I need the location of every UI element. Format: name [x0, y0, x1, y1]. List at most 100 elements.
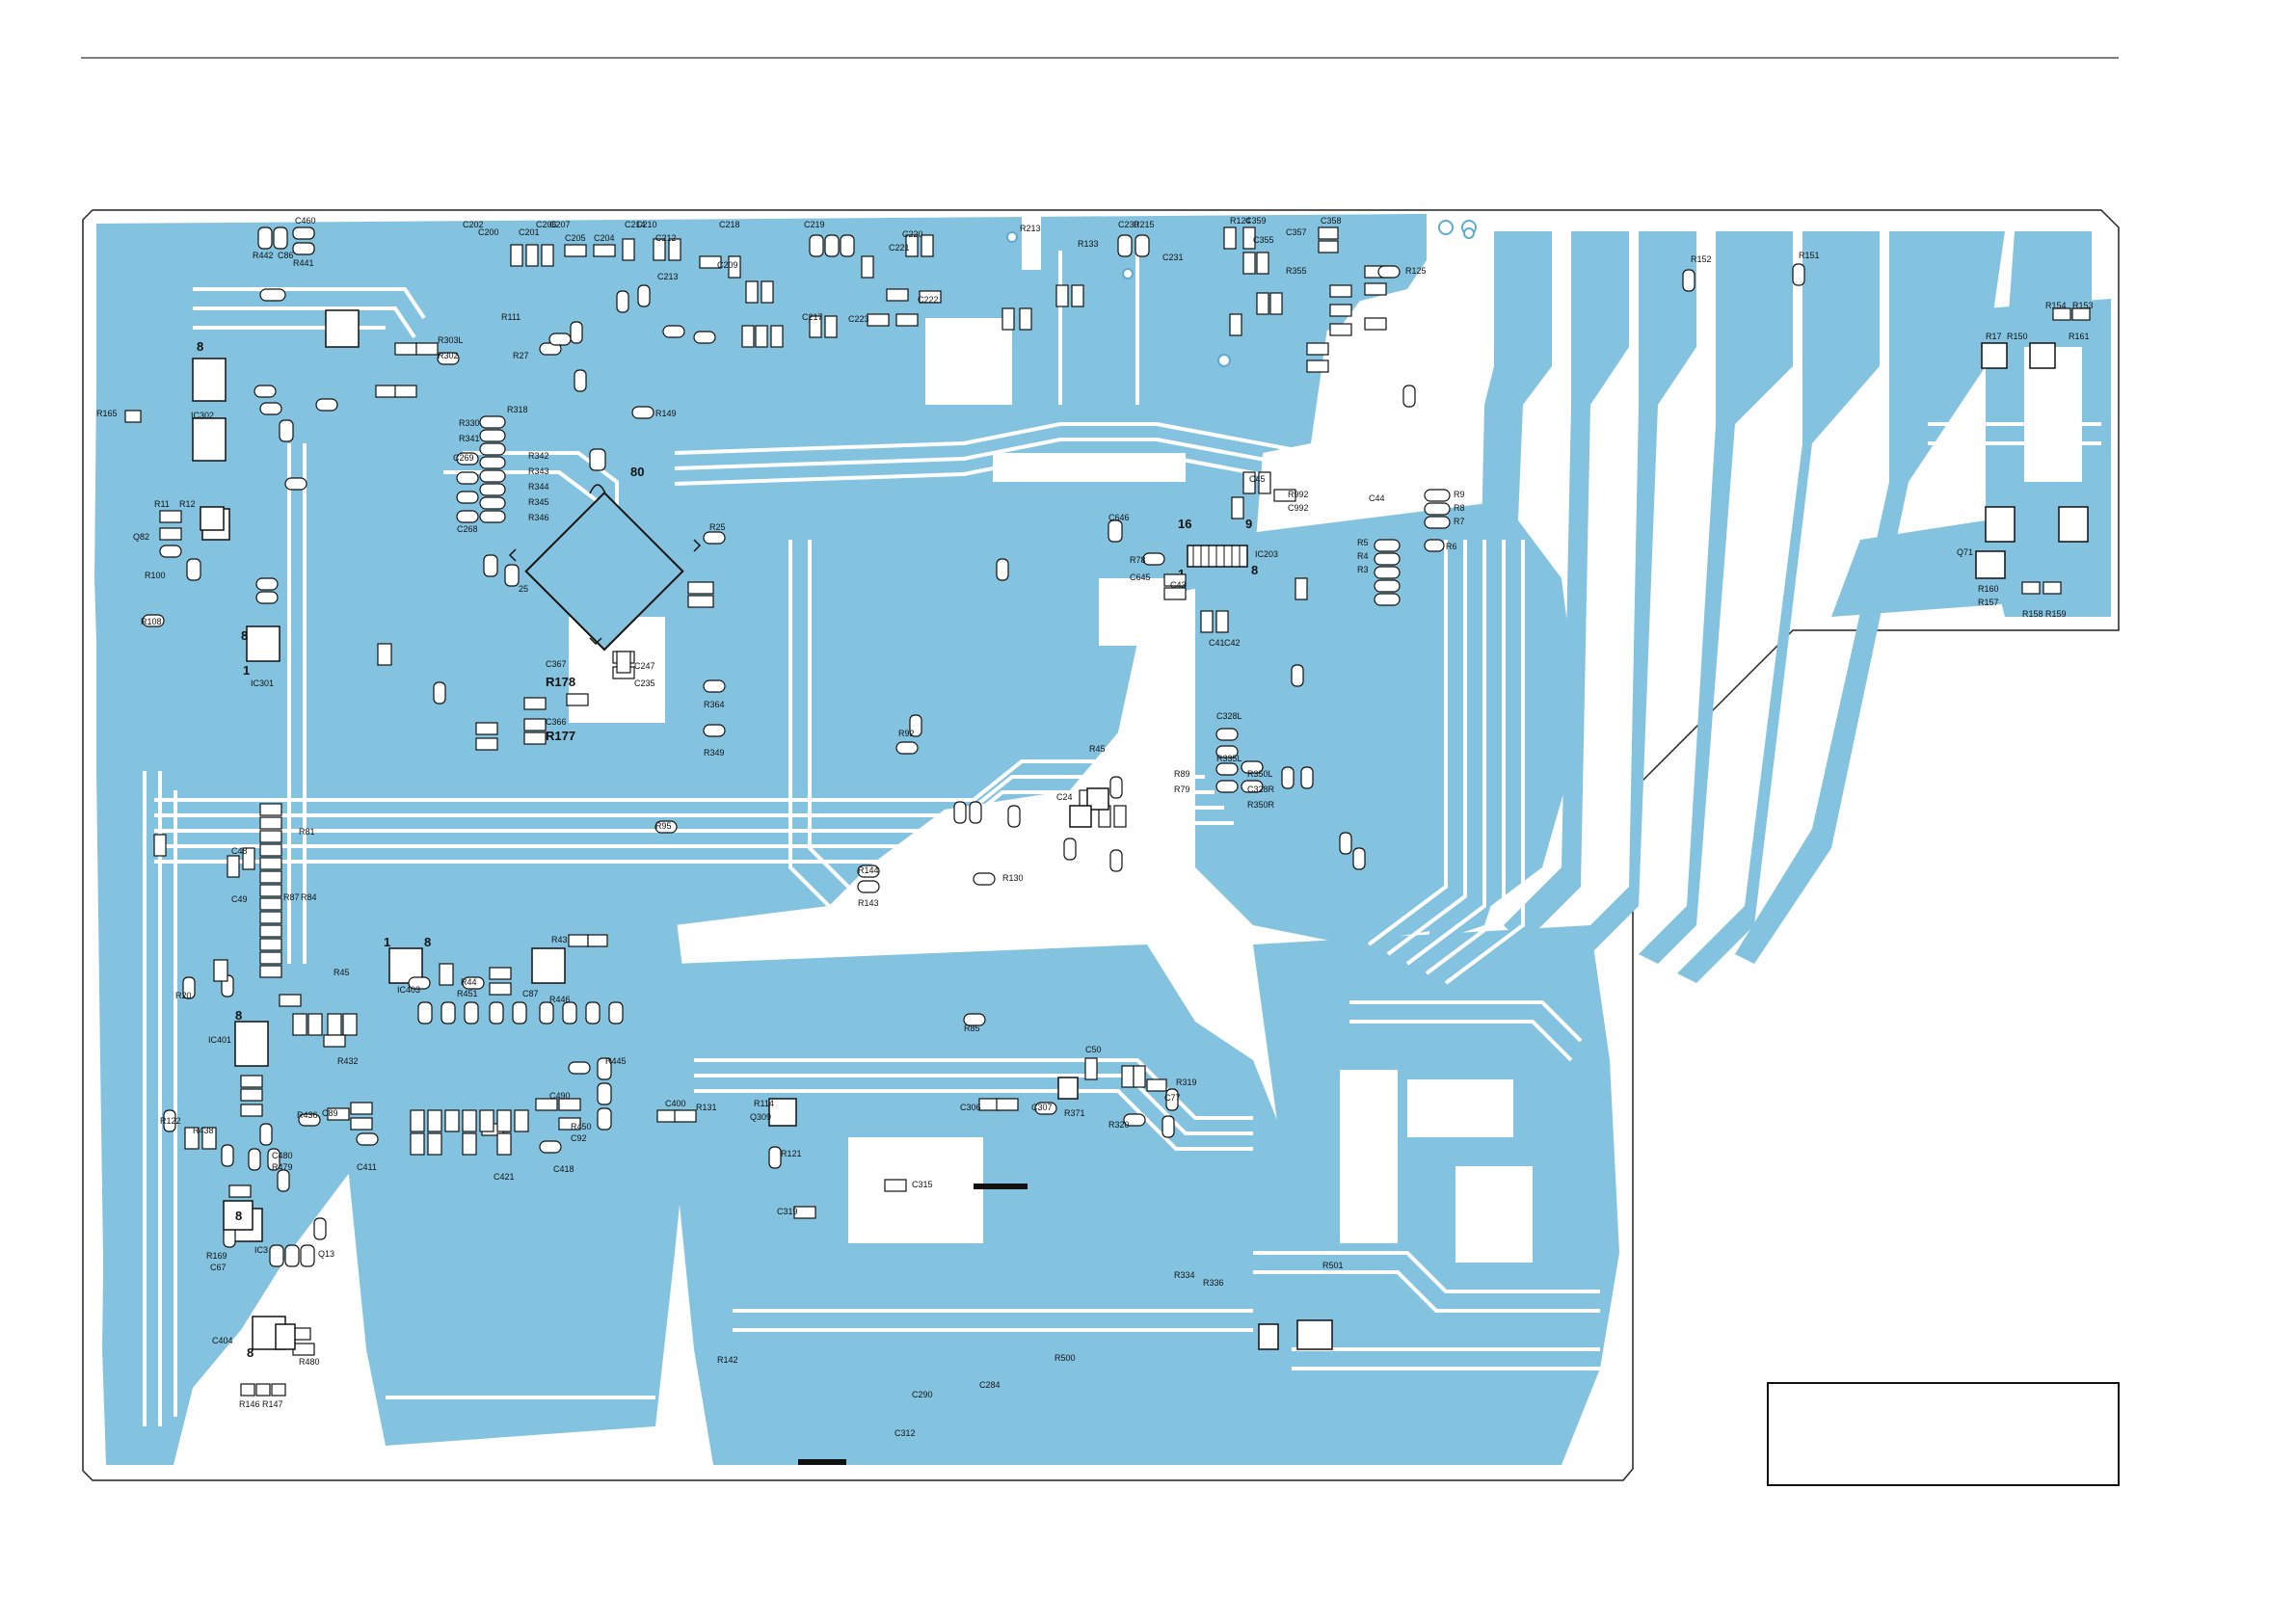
ic203-pin9: 9 [1245, 517, 1252, 531]
ref-c328l: C328L [1216, 711, 1242, 721]
ref-r122: R122 [160, 1116, 181, 1126]
ref-c87: C87 [522, 989, 539, 998]
ref-r342: R342 [528, 451, 549, 461]
pin-marker: 8 [235, 1008, 242, 1023]
pin-marker: 1 [384, 935, 390, 949]
ref-c213: C213 [657, 272, 679, 281]
pin-marker: 8 [247, 1345, 254, 1360]
ref-c50: C50 [1085, 1045, 1102, 1054]
ref-q309: Q309 [750, 1112, 771, 1122]
title-block-box [1767, 1382, 2120, 1486]
ref-c367: C367 [546, 659, 567, 669]
ref-c645: C645 [1130, 572, 1151, 582]
ref-r79: R79 [1174, 785, 1190, 794]
ref-q71: Q71 [1957, 547, 1973, 557]
ref-c48: C48 [231, 846, 248, 856]
ref-c328r: C328R [1247, 785, 1275, 794]
ref-r25: R25 [709, 522, 726, 532]
ref-r9: R9 [1454, 490, 1465, 499]
ref-r45b: R45 [334, 968, 350, 977]
ref-c221: C221 [889, 243, 910, 253]
ic203-pin8: 8 [1251, 563, 1258, 577]
ref-r500: R500 [1055, 1353, 1076, 1363]
ref-r335l: R335L [1216, 754, 1242, 763]
transistor-packages [200, 506, 1279, 1350]
ref-r131: R131 [696, 1103, 717, 1112]
ref-r432: R432 [337, 1056, 359, 1066]
ref-c77: C77 [1164, 1093, 1181, 1103]
ref-c315: C315 [912, 1180, 933, 1189]
ref-r114: R114 [754, 1099, 774, 1108]
ref-r152: R152 [1691, 254, 1712, 264]
ref-c202: C202 [463, 220, 484, 229]
ref-r12: R12 [179, 499, 196, 509]
ref-q13: Q13 [318, 1249, 334, 1259]
ref-r124: R124 [1230, 216, 1251, 226]
clearance-voids [569, 212, 2082, 1263]
ref-c411: C411 [357, 1162, 377, 1172]
ref-c400: C400 [665, 1099, 686, 1108]
ref-r11: R11 [154, 499, 170, 509]
ref-r160: R160 [1978, 584, 1999, 594]
ref-r85: R85 [964, 1024, 980, 1033]
ref-r142: R142 [717, 1355, 738, 1365]
ref-c41: C41 [1209, 638, 1225, 648]
ref-r5: R5 [1357, 538, 1369, 547]
ref-r4: R4 [1357, 551, 1369, 561]
ref-c218: C218 [719, 220, 740, 229]
mounting-holes [1006, 220, 1477, 367]
ref-r320: R320 [1108, 1120, 1130, 1130]
ref-r344: R344 [528, 482, 549, 492]
ref-c206: C206 [536, 220, 557, 229]
ref-c67: C67 [210, 1263, 227, 1272]
ref-c92: C92 [571, 1133, 587, 1143]
copper-layer [94, 214, 1619, 1465]
ref-r144: R144 [858, 865, 879, 875]
ref-r6: R6 [1446, 542, 1457, 551]
ref-c86: C86 [278, 251, 294, 260]
ref-r149: R149 [655, 409, 677, 418]
ref-r161: R161 [2069, 332, 2090, 341]
ref-r133: R133 [1078, 239, 1099, 249]
ref-c268: C268 [457, 524, 478, 534]
ref-r992: R992 [1288, 490, 1309, 499]
ref-r479: R479 [272, 1162, 293, 1172]
ref-r89: R89 [1174, 769, 1190, 779]
ref-r151: R151 [1799, 251, 1820, 260]
pin-marker: 8 [235, 1209, 242, 1223]
ref-c204: C204 [594, 233, 615, 243]
ref-r438: R438 [193, 1126, 214, 1135]
ref-c646: C646 [1108, 513, 1130, 522]
ref-r336: R336 [1203, 1278, 1224, 1288]
ref-r480: R480 [299, 1357, 320, 1367]
ref-c223: C223 [848, 314, 869, 324]
ref-r44: R44 [461, 977, 477, 987]
ref-r334: R334 [1174, 1270, 1195, 1280]
ref-r150: R150 [2007, 332, 2028, 341]
ref-r81: R81 [299, 827, 315, 837]
ref-r215: R215 [1134, 220, 1155, 229]
ref-c217: C217 [802, 312, 823, 322]
pin-marker: 8 [424, 935, 431, 949]
ref-c404: C404 [212, 1336, 233, 1345]
ref-ic403: IC403 [397, 985, 420, 995]
ref-c200: C200 [478, 227, 499, 237]
ref-r17: R17 [1986, 332, 2002, 341]
ref-ic3: IC3 [254, 1245, 268, 1255]
ref-r319: R319 [1176, 1078, 1197, 1087]
ref-ic302: IC302 [191, 411, 214, 420]
pin-label-25: 25 [519, 584, 528, 594]
ref-r125: R125 [1405, 266, 1427, 276]
ref-c357: C357 [1286, 227, 1307, 237]
ref-c421: C421 [494, 1172, 515, 1182]
resistor-column-r5 [1374, 489, 1451, 606]
ref-c235: C235 [634, 678, 655, 688]
pin-label-80: 80 [630, 465, 644, 479]
ref-c247: C247 [634, 661, 655, 671]
ref-c418: C418 [553, 1164, 574, 1174]
ref-r501: R501 [1322, 1261, 1344, 1270]
ref-c43: C43 [1170, 580, 1187, 590]
ref-r364: R364 [704, 700, 725, 709]
ref-r330: R330 [459, 418, 480, 428]
